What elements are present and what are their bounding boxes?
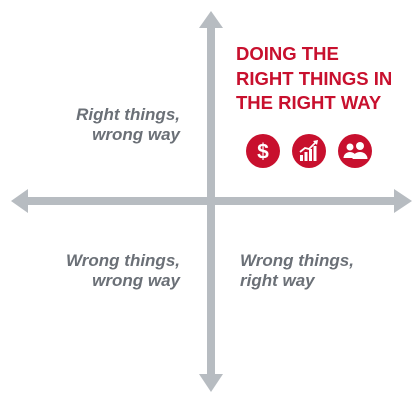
quadrant-bottom-left-label: Wrong things, wrong way [30, 251, 180, 291]
svg-text:$: $ [257, 141, 269, 164]
quadrant-bottom-right-label: Wrong things, right way [240, 251, 400, 291]
quadrant-bottom-left-line1: Wrong things, [66, 251, 180, 270]
quadrant-bottom-right-line1: Wrong things, [240, 251, 354, 270]
arrow-up-icon [199, 11, 223, 28]
icon-row: $ [246, 134, 396, 170]
quadrant-top-left-label: Right things, wrong way [40, 105, 180, 145]
people-icon [338, 134, 372, 168]
quadrant-top-right-label: DOING THE RIGHT THINGS IN THE RIGHT WAY [236, 42, 420, 116]
growth-chart-icon [292, 134, 326, 168]
arrow-left-icon [11, 189, 28, 213]
arrow-right-icon [394, 189, 412, 213]
arrow-down-icon [199, 374, 223, 392]
quadrant-bottom-left-line2: wrong way [92, 271, 180, 290]
horizontal-axis [11, 189, 412, 213]
dollar-icon: $ [246, 134, 280, 168]
quadrant-top-left-line2: wrong way [92, 125, 180, 144]
quadrant-bottom-right-line2: right way [240, 271, 315, 290]
quadrant-top-right-line3: THE RIGHT WAY [236, 92, 382, 113]
quadrant-top-right-line1: DOING THE [236, 43, 339, 64]
quadrant-top-right-line2: RIGHT THINGS IN [236, 67, 393, 89]
quadrant-top-left-line1: Right things, [76, 105, 180, 124]
